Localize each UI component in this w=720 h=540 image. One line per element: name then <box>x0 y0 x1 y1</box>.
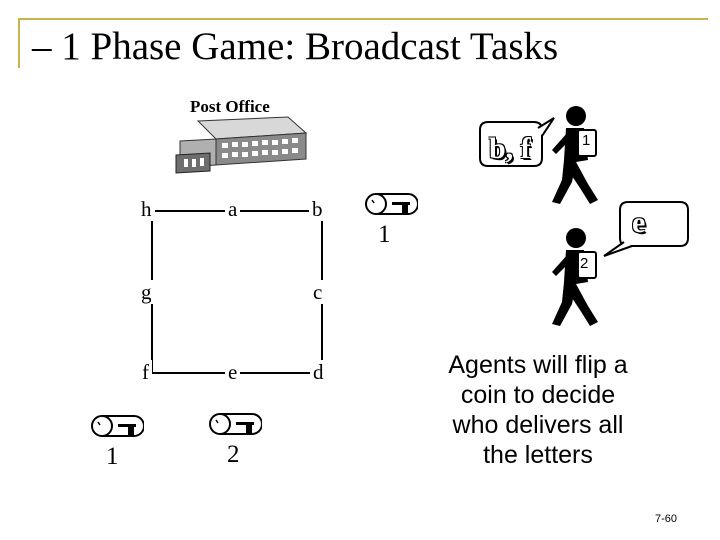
node-a: a <box>225 197 241 221</box>
slide-number: 7-60 <box>655 513 678 525</box>
mailbox-label-f: 1 <box>106 443 119 470</box>
post-office-building-icon <box>175 116 308 174</box>
agent-2-bubble-text: e <box>632 206 646 239</box>
agent-2-badge: 2 <box>580 255 589 272</box>
slide-frame-top <box>18 18 708 20</box>
node-c: c <box>310 280 326 304</box>
caption-line: who delivers all <box>452 411 624 439</box>
mailbox-icon <box>209 413 262 435</box>
caption-line: the letters <box>483 441 593 469</box>
node-e: e <box>225 360 241 384</box>
agents-caption: Agents will flip a coin to decide who de… <box>408 350 668 470</box>
agent-1-badge: 1 <box>582 132 591 149</box>
caption-line: coin to decide <box>460 381 616 409</box>
node-f: f <box>139 360 152 384</box>
post-office-label: Post Office <box>190 97 270 116</box>
caption-line: Agents will flip a <box>448 351 628 379</box>
node-h: h <box>138 197 155 221</box>
mailbox-label-e: 2 <box>227 441 240 468</box>
mailbox-icon <box>365 193 418 215</box>
node-b: b <box>309 197 326 221</box>
agent-1-bubble-text: b, f <box>489 132 531 165</box>
node-g: g <box>138 280 155 304</box>
speech-bubble-agent-1 <box>479 106 598 204</box>
slide-title: – 1 Phase Game: Broadcast Tasks <box>32 25 559 68</box>
node-d: d <box>310 360 327 384</box>
mailbox-label-b: 1 <box>378 221 391 248</box>
slide-frame-left <box>18 18 20 68</box>
speech-bubble-agent-2 <box>552 201 689 326</box>
mailbox-icon <box>91 415 144 437</box>
